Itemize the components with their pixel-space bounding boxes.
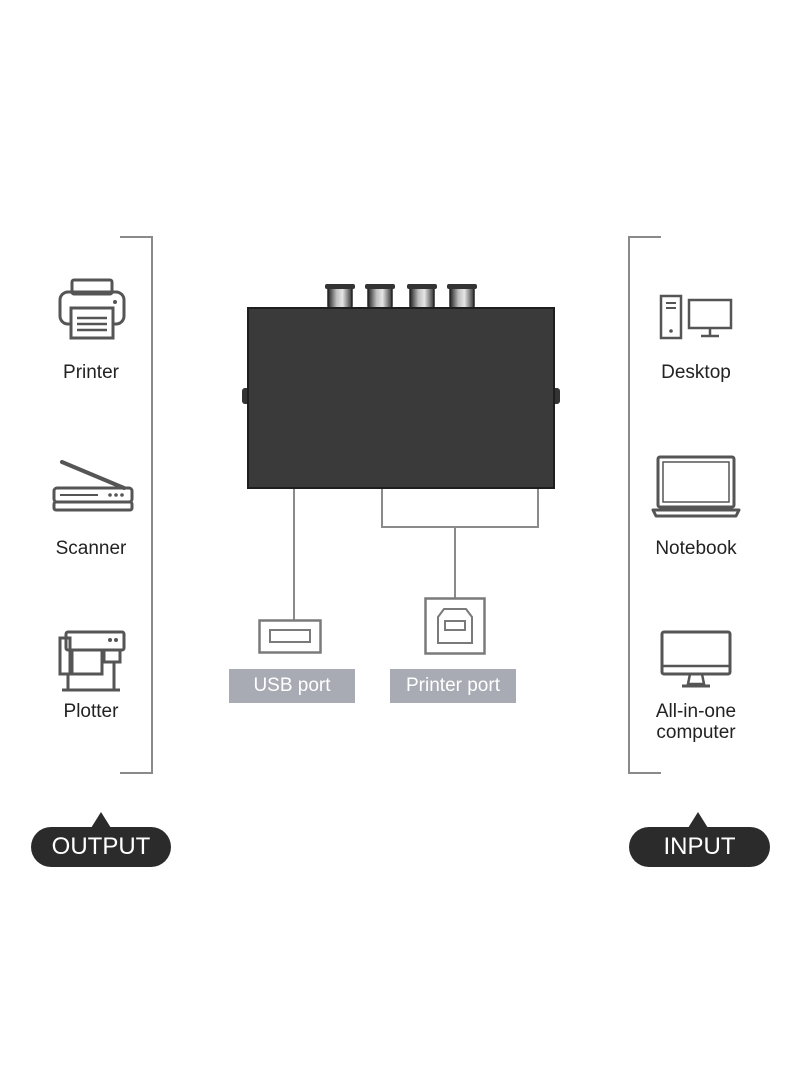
device-label-scanner: Scanner [55, 538, 127, 559]
scanner-icon [52, 460, 134, 512]
notebook-icon [651, 455, 741, 518]
selector-button-2 [365, 284, 395, 310]
usb-port-label: USB port [229, 669, 355, 703]
usb-b-port-icon [424, 597, 486, 655]
device-label-desktop: Desktop [661, 362, 731, 383]
desktop-icon [659, 294, 733, 340]
device-label-plotter: Plotter [63, 701, 119, 722]
plotter-icon [58, 630, 126, 692]
device-label-printer: Printer [63, 362, 119, 383]
device-label-notebook: Notebook [655, 538, 737, 559]
output-pill: OUTPUT [31, 827, 171, 867]
selector-button-1 [325, 284, 355, 310]
input-bracket [628, 236, 661, 774]
switch-device [242, 284, 560, 489]
output-arrow [91, 812, 111, 828]
printer-icon [58, 278, 126, 340]
output-bracket [120, 236, 153, 774]
all-in-one-icon [660, 630, 732, 688]
usb-a-port-icon [258, 619, 322, 654]
input-arrow [688, 812, 708, 828]
printer-port-label: Printer port [390, 669, 516, 703]
input-pill: INPUT [629, 827, 770, 867]
